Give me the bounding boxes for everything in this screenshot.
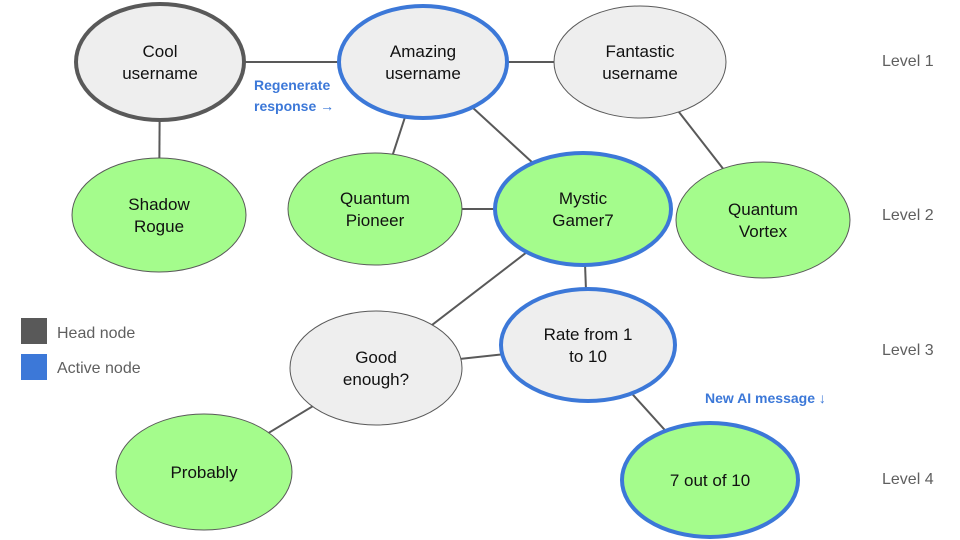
node-shape[interactable]	[675, 161, 851, 279]
node-rate-from-1-to-10[interactable]: Rate from 1 to 10	[499, 287, 677, 403]
node-label: 7 out of 10	[670, 471, 750, 490]
level-label-3: Level 3	[882, 342, 934, 359]
node-amazing-username[interactable]: Amazing username	[337, 4, 509, 120]
legend-swatch-head	[21, 318, 47, 344]
node-good-enough[interactable]: Good enough?	[289, 310, 463, 426]
node-shape[interactable]	[289, 310, 463, 426]
regenerate-response-annotation-line1: Regenerate	[254, 77, 330, 93]
node-label: Pioneer	[346, 211, 405, 230]
node-shape[interactable]	[287, 152, 463, 266]
legend: Head node Active node	[21, 318, 141, 380]
legend-label-head: Head node	[57, 325, 135, 342]
node-label: Gamer7	[552, 211, 613, 230]
node-label: Mystic	[559, 189, 608, 208]
node-label: Fantastic	[606, 42, 675, 61]
node-label: enough?	[343, 370, 409, 389]
node-label: Quantum	[728, 200, 798, 219]
regenerate-response-annotation-line2: response →	[254, 98, 334, 114]
node-label: Cool	[143, 42, 178, 61]
node-fantastic-username[interactable]: Fantastic username	[553, 5, 727, 119]
legend-label-active: Active node	[57, 360, 141, 377]
node-cool-username[interactable]: Cool username	[74, 2, 246, 122]
legend-swatch-active	[21, 354, 47, 380]
level-labels: Level 1 Level 2 Level 3 Level 4	[882, 53, 934, 488]
node-shape[interactable]	[553, 5, 727, 119]
node-label: Rogue	[134, 217, 184, 236]
level-label-1: Level 1	[882, 53, 934, 70]
node-shape[interactable]	[337, 4, 509, 120]
level-label-2: Level 2	[882, 207, 934, 224]
node-label: username	[602, 64, 678, 83]
nodes: Cool username Amazing username Fantastic user…	[71, 2, 851, 539]
node-label: username	[385, 64, 461, 83]
edges	[158, 61, 764, 481]
node-label: Quantum	[340, 189, 410, 208]
node-shape[interactable]	[493, 151, 673, 267]
node-shape[interactable]	[115, 413, 293, 531]
node-label: username	[122, 64, 198, 83]
node-shape[interactable]	[499, 287, 677, 403]
node-seven-out-of-ten[interactable]: 7 out of 10	[620, 421, 800, 539]
annotations: Regenerate response → New AI message ↓	[254, 77, 826, 406]
node-label: Probably	[170, 463, 238, 482]
node-label: Rate from 1	[544, 325, 633, 344]
node-label: Vortex	[739, 222, 788, 241]
node-shape[interactable]	[74, 2, 246, 122]
level-label-4: Level 4	[882, 471, 934, 488]
new-ai-message-annotation: New AI message ↓	[705, 390, 826, 406]
node-label: Shadow	[128, 195, 190, 214]
node-shape[interactable]	[620, 421, 800, 539]
node-label: to 10	[569, 347, 607, 366]
node-label: Amazing	[390, 42, 456, 61]
node-label: Good	[355, 348, 397, 367]
node-probably[interactable]: Probably	[115, 413, 293, 531]
node-shape[interactable]	[71, 157, 247, 273]
